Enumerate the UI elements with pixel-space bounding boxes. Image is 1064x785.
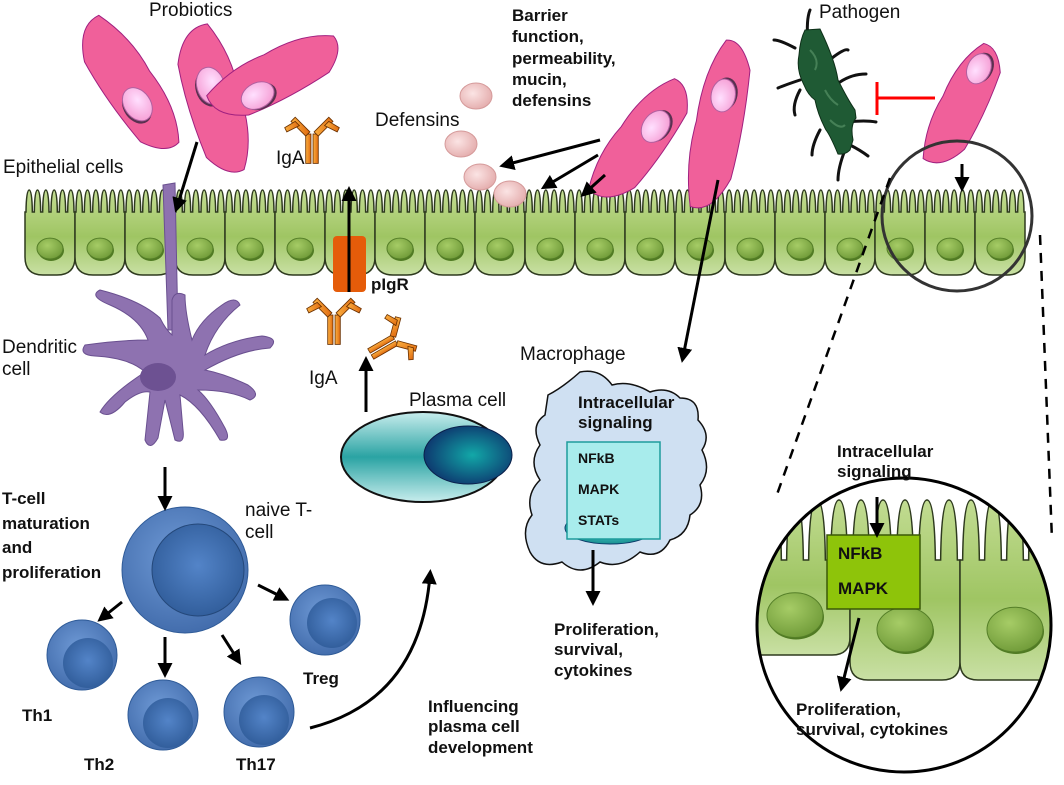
- probiotic-bacterium: [687, 39, 751, 209]
- epithelial-cell: [124, 189, 176, 276]
- macrophage-pathway-box: NFkB MAPK STATs: [578, 451, 619, 527]
- pigr-receptor: [333, 186, 366, 292]
- epithelial-cell: [624, 189, 676, 276]
- probiotic-bacterium: [82, 14, 180, 150]
- probiotic-bacterium: [922, 42, 1001, 164]
- epithelial-cell: [824, 189, 876, 276]
- th1-cell: [46, 619, 118, 691]
- pathogen-bacterium: [772, 8, 935, 182]
- probiotic-bacterium: [206, 35, 339, 116]
- label-iga-bottom: IgA: [309, 368, 338, 389]
- label-dendritic-cell: Dendritic cell: [2, 337, 77, 380]
- label-pigr: pIgR: [371, 275, 409, 294]
- label-th1: Th1: [22, 706, 53, 725]
- th17-cell: [223, 676, 295, 748]
- treg-cell: [289, 584, 361, 656]
- probiotic-bacteria: [82, 14, 1001, 209]
- label-macrophage: Macrophage: [520, 344, 626, 365]
- zoom-magnifier: [773, 139, 1054, 541]
- epithelial-cell: [174, 189, 226, 276]
- label-epithelial-cells: Epithelial cells: [3, 157, 124, 178]
- epithelial-cell: [274, 189, 326, 276]
- label-barrier-function: Barrier function, permeability, mucin, d…: [512, 6, 616, 110]
- inset-pathway-mapk: MAPK: [838, 579, 889, 598]
- epithelial-cell: [374, 189, 426, 276]
- epithelial-cell: [424, 189, 476, 276]
- label-plasma-cell: Plasma cell: [409, 390, 507, 411]
- label-th17: Th17: [236, 755, 276, 774]
- label-pathogen: Pathogen: [819, 2, 901, 23]
- tcell-arrows: [97, 467, 437, 730]
- label-treg: Treg: [303, 669, 339, 688]
- th2-cell: [127, 679, 199, 751]
- iga-antibody: [306, 297, 362, 345]
- epithelial-layer: [24, 189, 1026, 276]
- inset-epithelium: [755, 476, 1053, 774]
- epithelial-cell: [724, 189, 776, 276]
- iga-antibody: [367, 313, 418, 361]
- inset-pathway-nfkb: NFkB: [838, 544, 883, 563]
- epithelial-cell: [924, 189, 976, 276]
- pathway-nfkb: NFkB: [578, 450, 615, 466]
- epithelial-cell: [774, 189, 826, 276]
- inhibit-icon: [875, 82, 935, 115]
- epithelial-cell: [524, 189, 576, 276]
- pathway-mapk: MAPK: [578, 481, 620, 497]
- label-th2: Th2: [84, 755, 115, 774]
- epithelial-cell: [974, 189, 1026, 276]
- label-macrophage-outcome: Proliferation, survival, cytokines: [554, 620, 659, 680]
- epithelial-cell: [74, 189, 126, 276]
- label-naive-tcell: naive T- cell: [245, 500, 313, 543]
- label-tcell-maturation: T-cell maturation and proliferation: [2, 489, 102, 582]
- iga-antibody: [284, 116, 340, 164]
- tcell-group: [46, 506, 361, 751]
- epithelial-cell: [574, 189, 626, 276]
- probiotic-arrows: [172, 138, 970, 363]
- label-iga-top: IgA: [276, 148, 305, 169]
- epithelial-cell: [24, 189, 76, 276]
- naive-tcell: [121, 506, 249, 634]
- defensin-particles: [444, 82, 527, 208]
- plasma-cell: [340, 356, 513, 503]
- epithelial-cell: [874, 189, 926, 276]
- dendritic-cell: [82, 182, 275, 446]
- label-influencing-plasma-cell: Influencing plasma cell development: [428, 697, 533, 757]
- iga-antibodies: [284, 116, 418, 361]
- label-macrophage-signaling: Intracellular signaling: [578, 393, 675, 433]
- epithelial-cell: [224, 189, 276, 276]
- label-inset-signaling: Intracellular signaling: [837, 442, 934, 481]
- pathway-stats: STATs: [578, 512, 620, 528]
- label-probiotics: Probiotics: [149, 0, 233, 21]
- probiotic-bacterium: [587, 78, 688, 198]
- inset-pathway-box: NFkB MAPK: [838, 545, 888, 597]
- label-inset-outcome: Proliferation, survival, cytokines: [796, 700, 949, 740]
- label-defensins: Defensins: [375, 110, 460, 131]
- macrophage: [524, 370, 708, 606]
